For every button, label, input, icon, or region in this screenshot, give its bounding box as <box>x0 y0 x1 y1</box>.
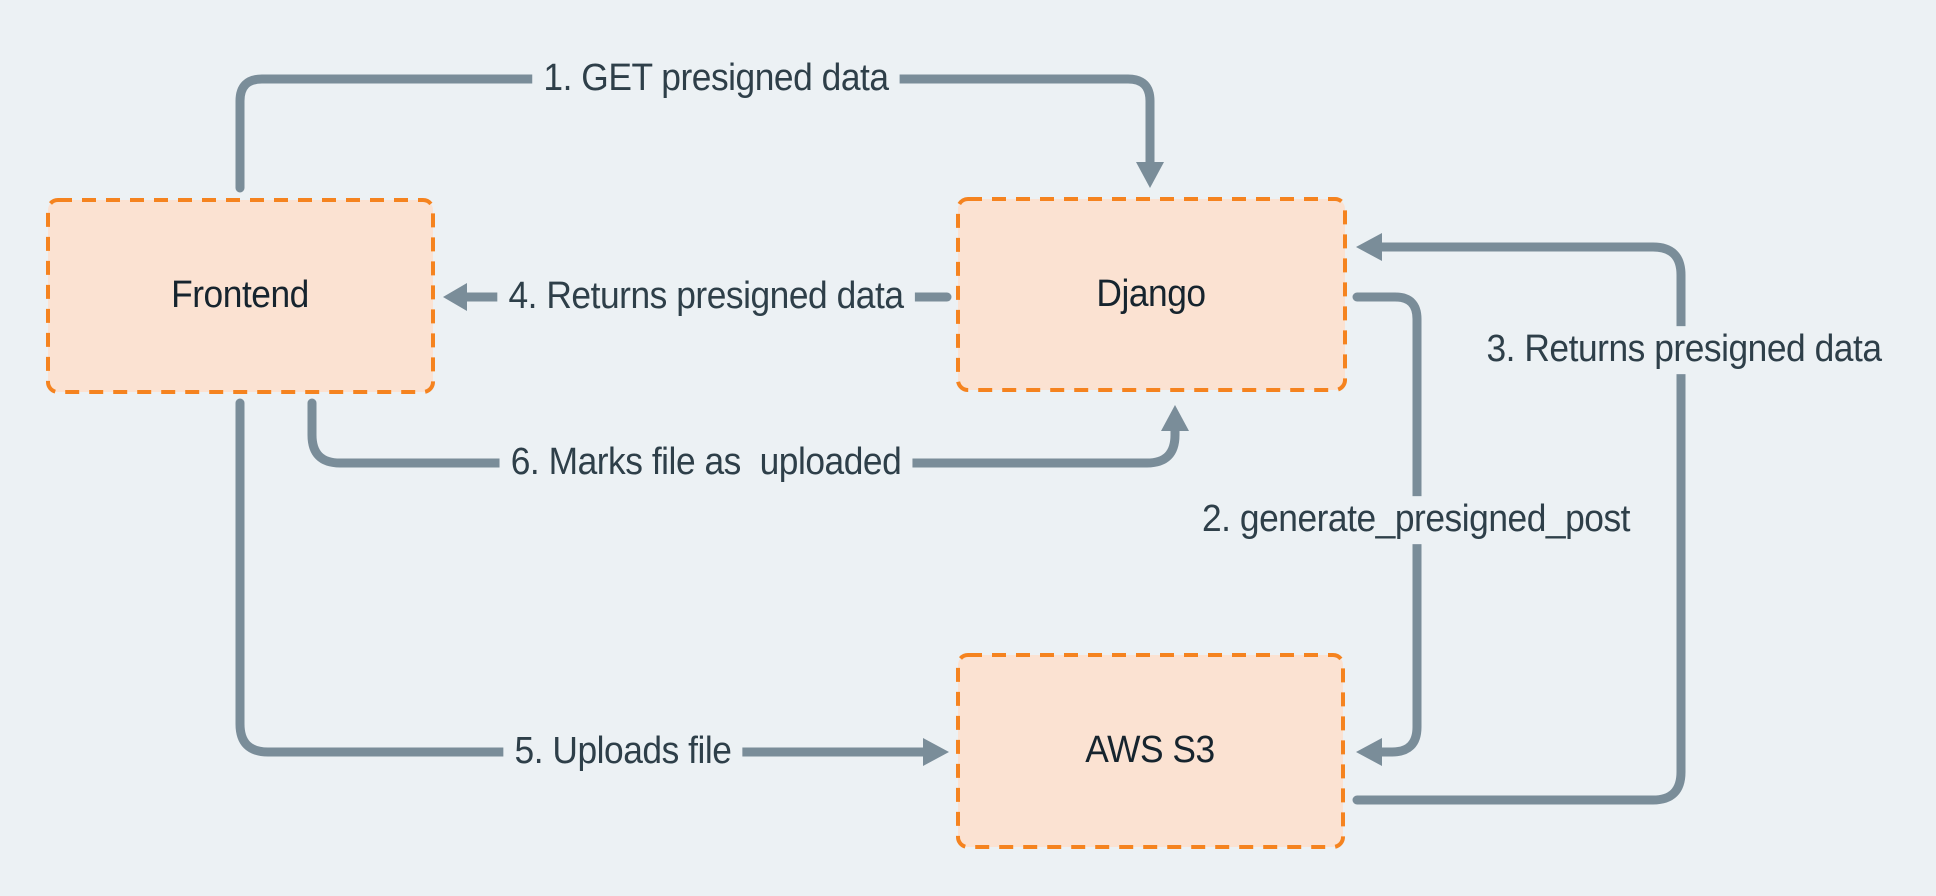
node-frontend-box <box>46 198 435 394</box>
edge-1-arrowhead-icon <box>1136 162 1164 188</box>
edge-4-arrowhead-icon <box>443 283 467 311</box>
edge-3-label: 3. Returns presigned data <box>1475 326 1893 374</box>
edge-6-label: 6. Marks file as uploaded <box>499 439 913 487</box>
edge-1-label: 1. GET presigned data <box>532 55 900 103</box>
edge-5-label: 5. Uploads file <box>503 728 743 776</box>
edge-5-arrowhead-icon <box>923 738 949 766</box>
edge-4-label: 4. Returns presigned data <box>497 273 915 321</box>
edge-6-arrowhead-icon <box>1161 405 1189 431</box>
node-django-label: Django <box>1096 273 1206 316</box>
edge-2-arrowhead-icon <box>1356 738 1382 766</box>
node-frontend-label: Frontend <box>171 274 309 317</box>
node-aws-s3-label: AWS S3 <box>1085 729 1215 772</box>
node-django-box <box>956 197 1347 392</box>
edge-3-arrowhead-icon <box>1356 233 1382 261</box>
node-aws-s3-box <box>956 653 1345 849</box>
edge-3-path <box>1352 242 1686 805</box>
edge-2-label: 2. generate_presigned_post <box>1190 496 1642 544</box>
edge-5-path <box>235 398 928 757</box>
